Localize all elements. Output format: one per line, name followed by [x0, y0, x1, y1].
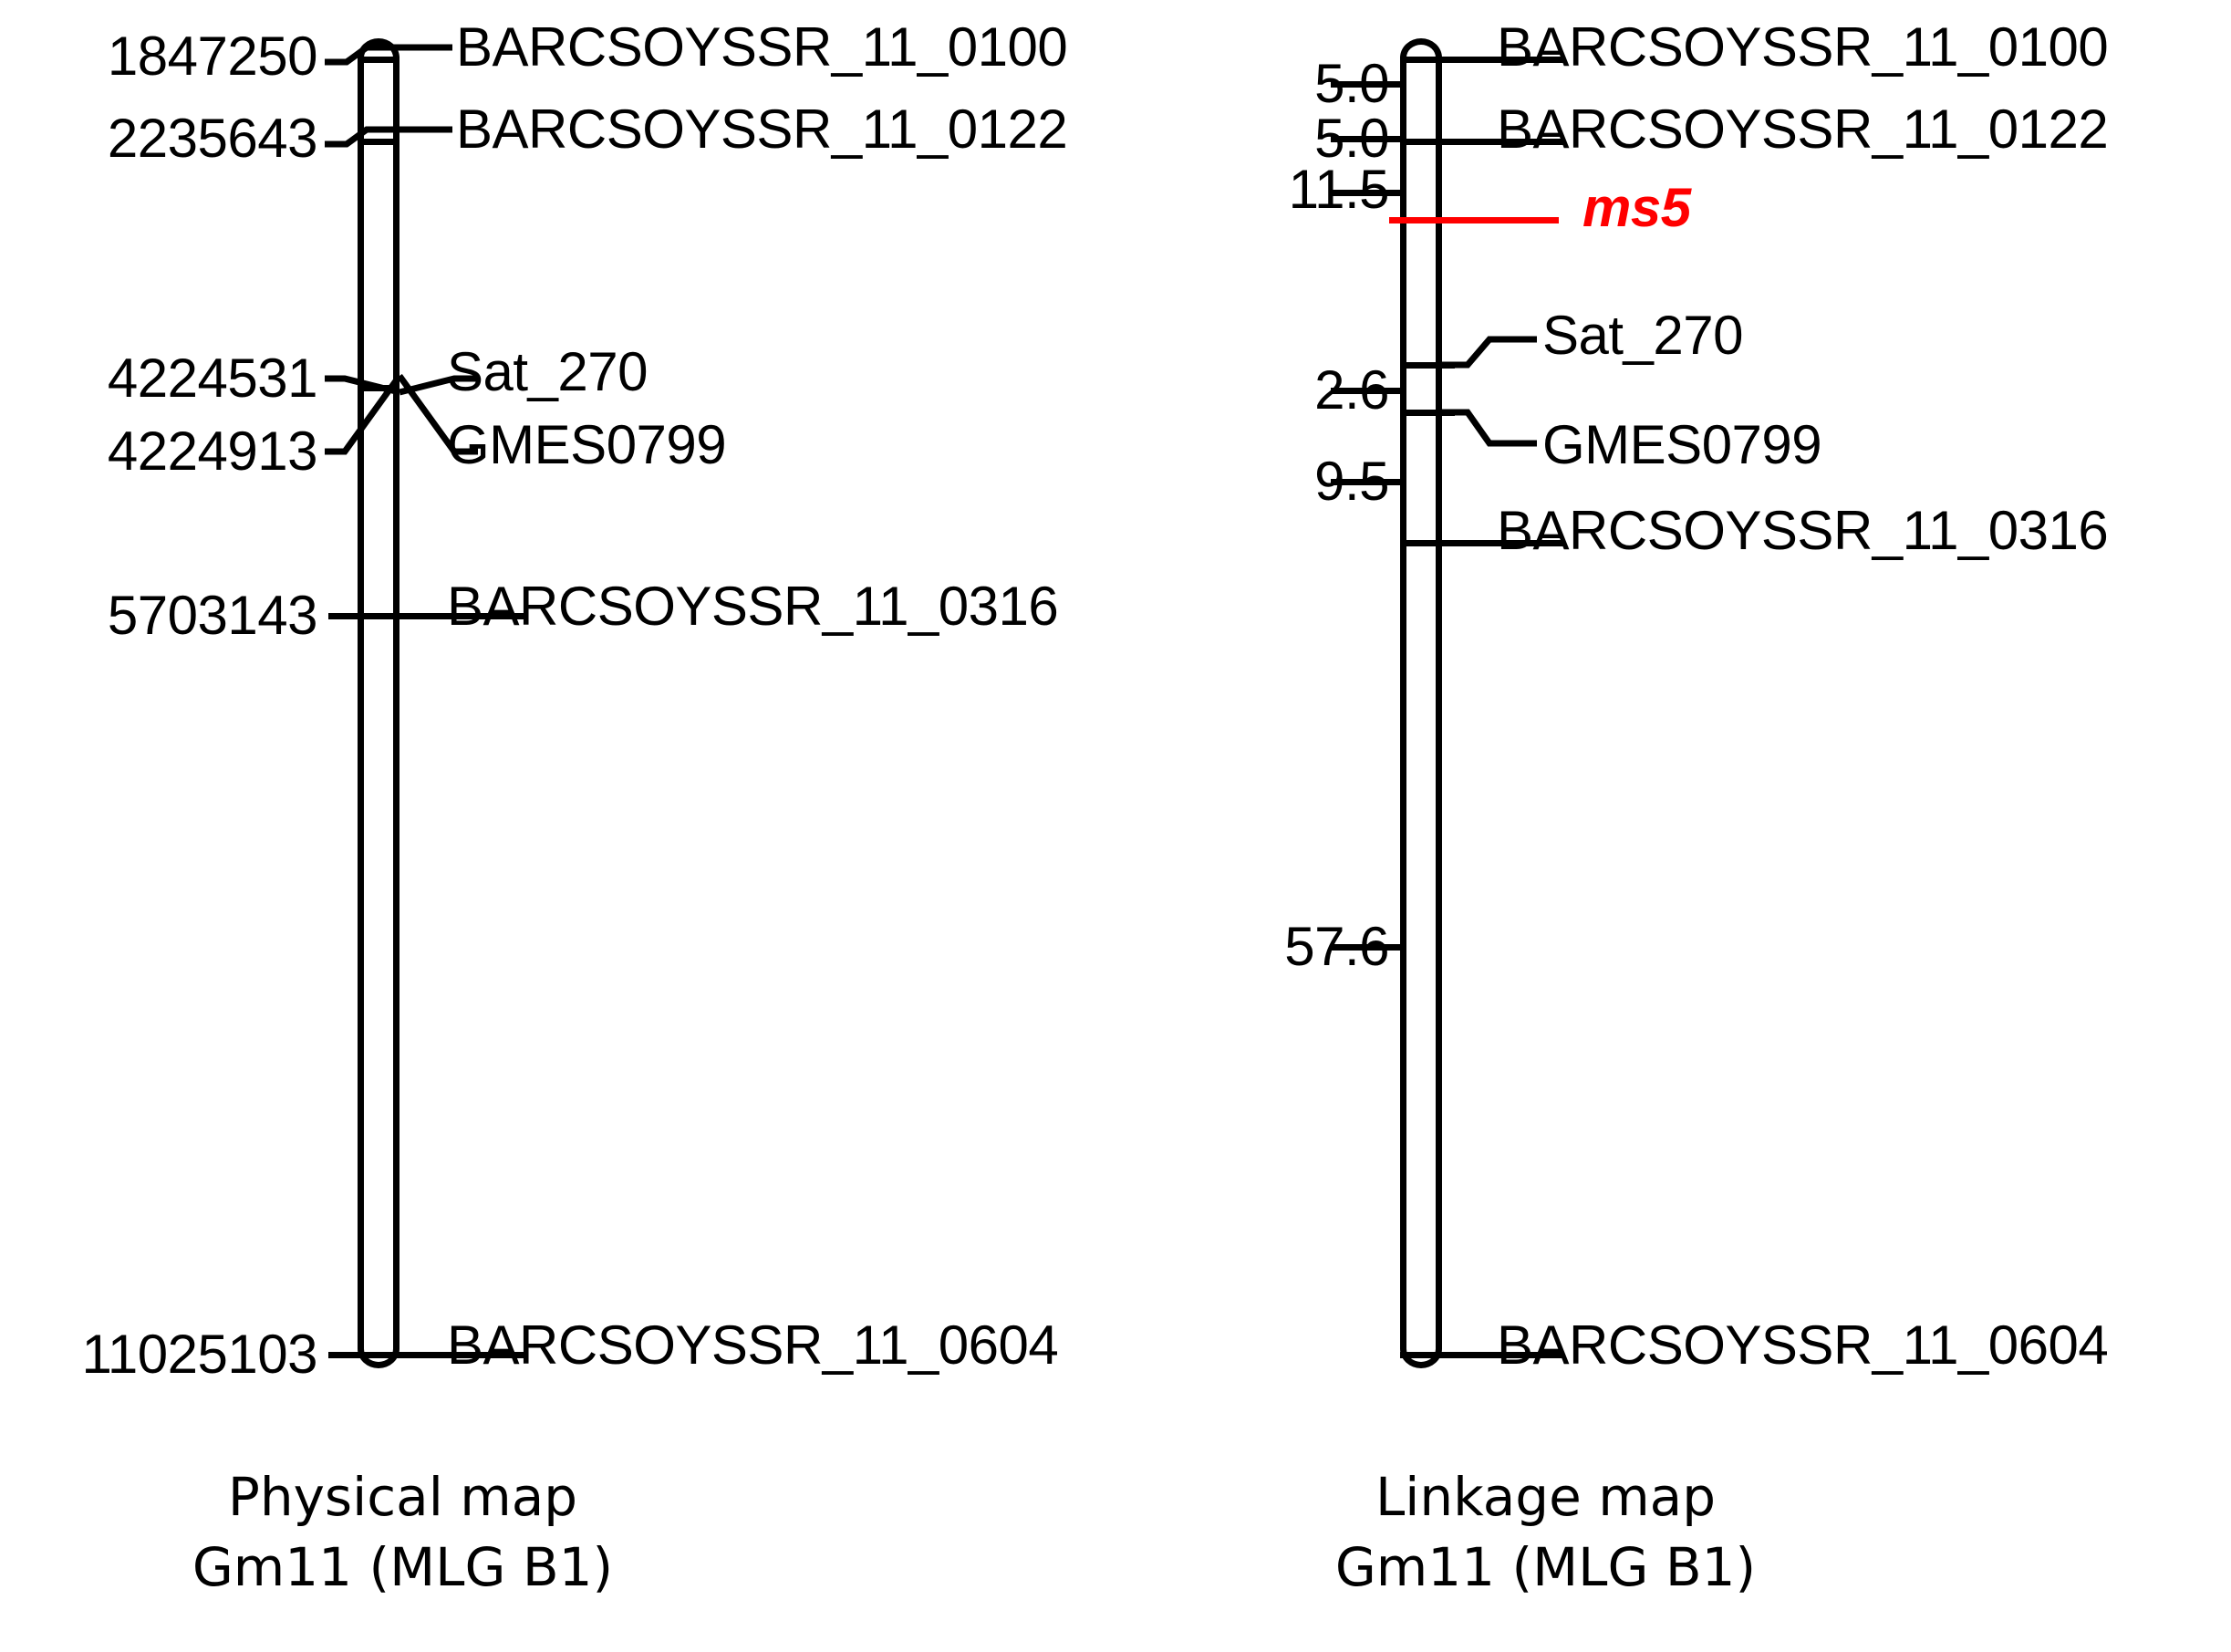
physical-position-label: 4224913: [107, 421, 318, 482]
linkage-marker-label-ms5: ms5: [1582, 177, 1691, 238]
physical-position-label: 4224531: [107, 348, 318, 409]
physical-marker-label: BARCSOYSSR_11_0604: [447, 1314, 1059, 1376]
physical-tick-0100: [358, 57, 400, 63]
physical-marker-label: Sat_270: [447, 341, 649, 402]
physical-map-caption-line2: Gm11 (MLG B1): [192, 1536, 614, 1598]
linkage-connector-sat270: [1437, 321, 1537, 385]
linkage-marker-label: BARCSOYSSR_11_0122: [1497, 99, 2109, 160]
linkage-distance-leader: [1331, 944, 1404, 951]
linkage-distance-leader: [1331, 479, 1404, 485]
linkage-marker-label: GMES0799: [1542, 414, 1822, 475]
linkage-marker-label: BARCSOYSSR_11_0100: [1497, 16, 2109, 78]
physical-tick-0316: [328, 613, 525, 619]
linkage-tick-ms5: [1389, 217, 1559, 223]
physical-tick-0604: [328, 1352, 525, 1358]
linkage-marker-label: BARCSOYSSR_11_0604: [1497, 1314, 2109, 1376]
linkage-distance-leader: [1331, 136, 1404, 142]
physical-position-label: 1847250: [107, 26, 318, 87]
linkage-tick-0316: [1400, 540, 1564, 546]
linkage-map-panel: BARCSOYSSR_11_0100 5.0 BARCSOYSSR_11_012…: [1116, 0, 2231, 1652]
linkage-tick-gmes0799: [1400, 410, 1455, 416]
physical-connector-cross-right: [396, 356, 478, 474]
physical-connector-1: [325, 117, 452, 161]
physical-position-label: 5703143: [107, 585, 318, 646]
physical-marker-label: BARCSOYSSR_11_0100: [456, 16, 1068, 78]
physical-marker-label: BARCSOYSSR_11_0122: [456, 99, 1068, 160]
linkage-marker-label: Sat_270: [1542, 305, 1744, 366]
physical-chromosome-bar: [358, 38, 400, 1368]
physical-map-panel: 1847250 BARCSOYSSR_11_0100 2235643 BARCS…: [81, 16, 1068, 1599]
physical-connector-0: [325, 35, 452, 78]
physical-position-label: 2235643: [107, 108, 318, 169]
linkage-tick-0100: [1400, 57, 1564, 63]
linkage-tick-0122: [1400, 139, 1564, 145]
physical-tick-0122: [358, 139, 400, 145]
physical-connector-cross-left: [325, 356, 407, 474]
linkage-tick-sat270: [1400, 362, 1455, 369]
linkage-distance-leader: [1331, 388, 1404, 394]
linkage-distance-leader: [1331, 81, 1404, 88]
physical-position-label: 11025103: [81, 1324, 318, 1385]
linkage-map-caption-line1: Linkage map: [1375, 1466, 1717, 1528]
linkage-connector-gmes0799: [1437, 407, 1537, 471]
linkage-marker-label: BARCSOYSSR_11_0316: [1497, 500, 2109, 561]
physical-marker-label: GMES0799: [447, 414, 727, 475]
linkage-chromosome-bar: [1400, 38, 1442, 1368]
physical-marker-label: BARCSOYSSR_11_0316: [447, 576, 1059, 637]
linkage-tick-0604: [1400, 1352, 1564, 1358]
linkage-distance-leader: [1331, 190, 1404, 196]
physical-map-caption-line1: Physical map: [227, 1466, 578, 1528]
linkage-distance-label: 11.5: [1288, 159, 1390, 220]
linkage-map-caption-line2: Gm11 (MLG B1): [1334, 1536, 1757, 1598]
